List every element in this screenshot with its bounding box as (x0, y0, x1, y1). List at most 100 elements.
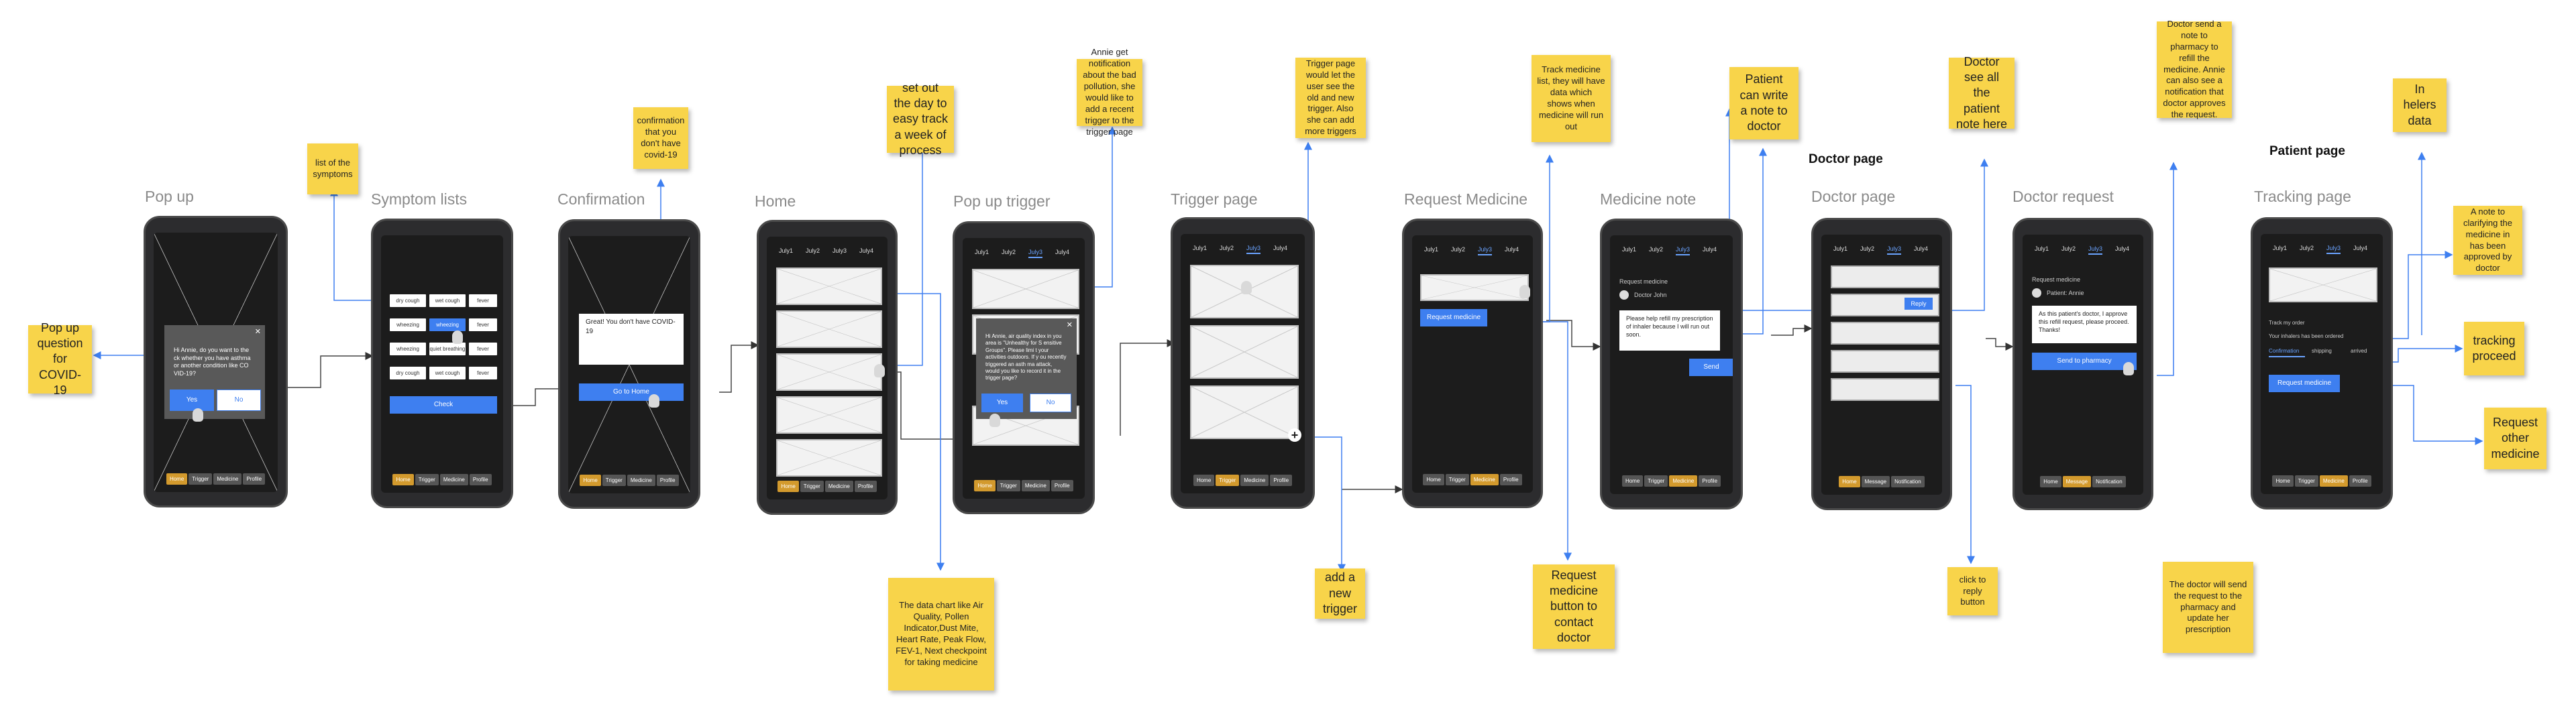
nav-home[interactable]: Home (1621, 475, 1644, 487)
nav-trigger[interactable]: Trigger (1445, 474, 1469, 485)
nav-home[interactable]: Home (1423, 474, 1444, 485)
nav-trigger[interactable]: Trigger (415, 474, 439, 485)
tab-day[interactable]: July1 (1193, 245, 1208, 251)
nav-trigger[interactable]: Trigger (2294, 475, 2318, 487)
symptom-chip[interactable]: wheezing (390, 318, 426, 331)
tab-day-active[interactable]: July3 (1887, 245, 1902, 255)
yes-button[interactable]: Yes (981, 394, 1023, 412)
approval-note[interactable]: As this patient's doctor, I approve this… (2032, 306, 2137, 343)
tab-day[interactable]: July2 (2061, 245, 2076, 252)
note-input[interactable]: Please help refill my prescription of in… (1619, 310, 1720, 351)
nav-trigger[interactable]: Trigger (996, 480, 1020, 491)
symptom-chip[interactable]: fever (469, 367, 497, 379)
symptom-chip[interactable]: quiet breathing (429, 343, 466, 355)
tab-day[interactable]: July1 (2273, 245, 2288, 251)
nav-trigger[interactable]: Trigger (189, 473, 213, 485)
tab-day[interactable]: July2 (806, 247, 820, 254)
nav-home[interactable]: Home (2040, 476, 2061, 487)
reply-button[interactable]: Reply (1904, 298, 1933, 310)
yes-button[interactable]: Yes (170, 389, 214, 411)
tab-day[interactable]: July1 (1833, 245, 1848, 252)
tab-day-active[interactable]: July3 (1246, 245, 1261, 254)
symptom-chip[interactable]: dry cough (390, 367, 426, 379)
nav-medicine[interactable]: Medicine (1240, 475, 1269, 486)
close-icon[interactable]: ✕ (1066, 321, 1073, 329)
nav-profile[interactable]: Profile (656, 475, 679, 486)
tab-day-active[interactable]: July3 (1676, 246, 1690, 255)
tab-day[interactable]: July4 (1055, 249, 1070, 255)
nav-notification[interactable]: Notification (1891, 476, 1925, 487)
check-button[interactable]: Check (390, 396, 497, 414)
tab-day-active[interactable]: July3 (1028, 249, 1043, 258)
nav-home[interactable]: Home (166, 473, 188, 485)
go-to-home-button[interactable]: Go to Home (579, 383, 684, 401)
nav-medicine[interactable]: Medicine (439, 474, 468, 485)
tab-day[interactable]: July1 (779, 247, 794, 254)
nav-medicine[interactable]: Medicine (627, 475, 655, 486)
send-to-pharmacy-button[interactable]: Send to pharmacy (2032, 353, 2137, 370)
tab-day-active[interactable]: July3 (2326, 245, 2341, 254)
tab-day[interactable]: July4 (2115, 245, 2130, 252)
nav-trigger[interactable]: Trigger (1216, 475, 1240, 486)
tab-day[interactable]: July1 (1424, 246, 1439, 253)
tab-day[interactable]: July2 (1451, 246, 1466, 253)
request-medicine-button[interactable]: Request medicine (2269, 375, 2340, 392)
nav-profile[interactable]: Profile (469, 474, 492, 485)
nav-trigger[interactable]: Trigger (602, 475, 626, 486)
symptom-chip[interactable]: wet cough (429, 367, 466, 379)
symptom-chip[interactable]: fever (469, 294, 497, 307)
nav-trigger[interactable]: Trigger (1644, 475, 1668, 487)
tab-day[interactable]: July1 (975, 249, 989, 255)
nav-profile[interactable]: Profile (2349, 475, 2371, 487)
nav-medicine[interactable]: Medicine (824, 481, 853, 492)
tab-day[interactable]: July2 (1860, 245, 1875, 252)
nav-profile[interactable]: Profile (1699, 475, 1721, 487)
close-icon[interactable]: ✕ (254, 328, 261, 336)
tab-day[interactable]: July4 (1914, 245, 1929, 252)
nav-profile[interactable]: Profile (1051, 480, 1073, 491)
symptom-chip[interactable]: fever (469, 343, 497, 355)
tab-day[interactable]: July4 (1273, 245, 1288, 251)
nav-home[interactable]: Home (580, 475, 601, 486)
tab-day[interactable]: July4 (1505, 246, 1519, 253)
tab-day[interactable]: July2 (1220, 245, 1234, 251)
tab-day[interactable]: July2 (1649, 246, 1664, 253)
tab-day[interactable]: July4 (2353, 245, 2368, 251)
nav-message[interactable]: Message (1861, 476, 1890, 487)
nav-home[interactable]: Home (777, 481, 799, 492)
add-trigger-icon[interactable]: + (1288, 428, 1301, 442)
request-medicine-button[interactable]: Request medicine (1420, 309, 1487, 326)
nav-profile[interactable]: Profile (1270, 475, 1293, 486)
nav-profile[interactable]: Profile (243, 473, 266, 485)
nav-medicine[interactable]: Medicine (1021, 480, 1050, 491)
tab-day[interactable]: July1 (1622, 246, 1637, 253)
nav-home[interactable]: Home (1839, 476, 1860, 487)
nav-home[interactable]: Home (2272, 475, 2294, 487)
nav-medicine[interactable]: Medicine (1669, 475, 1698, 487)
send-button[interactable]: Send (1689, 359, 1733, 376)
tab-day[interactable]: July3 (833, 247, 847, 254)
nav-notification[interactable]: Notification (2092, 476, 2126, 487)
symptom-chip[interactable]: wheezing (390, 343, 426, 355)
nav-medicine[interactable]: Medicine (213, 473, 242, 485)
no-button[interactable]: No (1030, 394, 1071, 412)
nav-medicine[interactable]: Medicine (2319, 475, 2348, 487)
tab-day[interactable]: July4 (859, 247, 874, 254)
no-button[interactable]: No (217, 389, 261, 411)
nav-profile[interactable]: Profile (1499, 474, 1522, 485)
tab-day[interactable]: July2 (1002, 249, 1016, 255)
tab-day[interactable]: July4 (1703, 246, 1717, 253)
nav-message[interactable]: Message (2062, 476, 2092, 487)
tab-day-active[interactable]: July3 (1478, 246, 1493, 255)
nav-trigger[interactable]: Trigger (800, 481, 824, 492)
nav-home[interactable]: Home (392, 474, 414, 485)
tab-day[interactable]: July1 (2035, 245, 2049, 252)
tab-day[interactable]: July2 (2300, 245, 2314, 251)
nav-home[interactable]: Home (1193, 475, 1215, 486)
nav-profile[interactable]: Profile (854, 481, 877, 492)
symptom-chip[interactable]: fever (469, 318, 497, 331)
nav-home[interactable]: Home (974, 480, 996, 491)
nav-medicine[interactable]: Medicine (1470, 474, 1499, 485)
symptom-chip[interactable]: wet cough (429, 294, 466, 307)
tab-day-active[interactable]: July3 (2088, 245, 2103, 255)
